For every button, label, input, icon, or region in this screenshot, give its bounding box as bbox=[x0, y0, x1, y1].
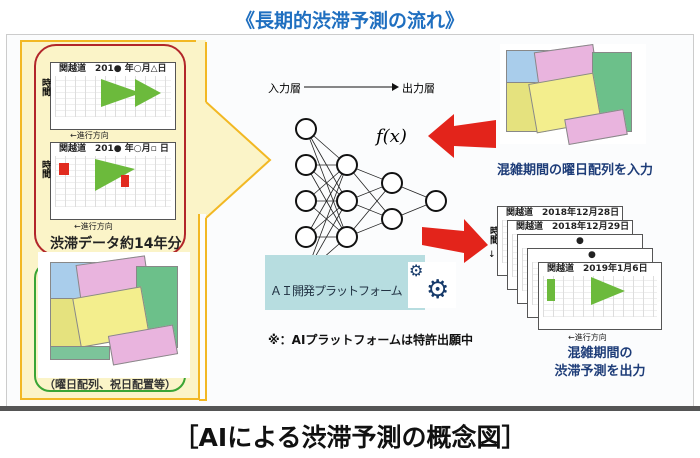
direction-label: ←進行方向 bbox=[74, 222, 113, 231]
ai-platform-box bbox=[265, 255, 425, 310]
chart-title: 関越道 2019年1月6日 bbox=[547, 264, 648, 274]
time-arrow-icon: ↓ bbox=[488, 250, 496, 260]
network-edge bbox=[305, 164, 348, 238]
function-label: f(x) bbox=[376, 126, 407, 147]
axis-label-time: 時間 bbox=[40, 160, 50, 178]
input-arrow-icon bbox=[428, 114, 496, 158]
calendar-label: （曜日配列、祝日配置等） bbox=[44, 378, 176, 391]
chart-title: 関越道 2018年12月28日 bbox=[506, 208, 620, 218]
chart-title: 関越道 2018年12月29日 bbox=[516, 222, 630, 232]
history-chart-1: 関越道 201● 年○月△日 bbox=[50, 62, 176, 130]
axis-label-time: 時間 bbox=[40, 78, 50, 96]
page-title: 《長期的渋滞予測の流れ》 bbox=[235, 10, 464, 32]
network-node bbox=[336, 154, 358, 176]
network-node bbox=[381, 172, 403, 194]
network-node bbox=[381, 208, 403, 230]
output-label-line1: 混雑期間の bbox=[567, 346, 633, 361]
output-arrow-icon bbox=[422, 219, 488, 263]
network-node bbox=[425, 190, 447, 212]
direction-label: ←進行方向 bbox=[70, 131, 109, 140]
gear-icon: ⚙ bbox=[409, 261, 424, 280]
network-node bbox=[295, 226, 317, 248]
direction-label: ←進行方向 bbox=[568, 333, 607, 342]
figure-caption: ［AIによる渋滞予測の概念図］ bbox=[173, 423, 527, 452]
divider bbox=[0, 406, 700, 411]
network-node bbox=[295, 118, 317, 140]
ellipsis-dot: ● bbox=[576, 236, 584, 246]
chart-title: 関越道 201● 年○月▫ 日 bbox=[59, 144, 169, 154]
input-layer-label: 入力層 bbox=[268, 82, 301, 95]
network-node bbox=[295, 154, 317, 176]
axis-label-time: 時間 bbox=[488, 226, 498, 244]
big-flow-arrow bbox=[196, 40, 272, 401]
network-node bbox=[295, 190, 317, 212]
history-chart-2: 関越道 201● 年○月▫ 日 bbox=[50, 142, 176, 220]
input-calendar-image bbox=[500, 43, 646, 146]
layer-arrow bbox=[304, 83, 399, 91]
output-label-line2: 渋滞予測を出力 bbox=[554, 364, 646, 379]
output-layer-label: 出力層 bbox=[402, 82, 435, 95]
platform-icon-bg bbox=[408, 262, 456, 308]
network-node bbox=[336, 226, 358, 248]
data-volume-label: 渋滞データ約14年分 bbox=[50, 236, 182, 252]
ellipsis-dot: ● bbox=[588, 250, 596, 260]
input-label: 混雑期間の曜日配列を入力 bbox=[496, 163, 653, 178]
calendar-image bbox=[38, 252, 190, 378]
ai-platform-label: ＡＩ開発プラットフォーム bbox=[270, 284, 403, 298]
chart-title: 関越道 201● 年○月△日 bbox=[59, 64, 167, 74]
patent-note: ※：AIプラットフォームは特許出願中 bbox=[268, 333, 474, 347]
forecast-chart: 関越道 2019年1月6日 bbox=[538, 262, 662, 330]
gear-share-icon: ⚙ bbox=[426, 275, 450, 305]
network-node bbox=[336, 190, 358, 212]
